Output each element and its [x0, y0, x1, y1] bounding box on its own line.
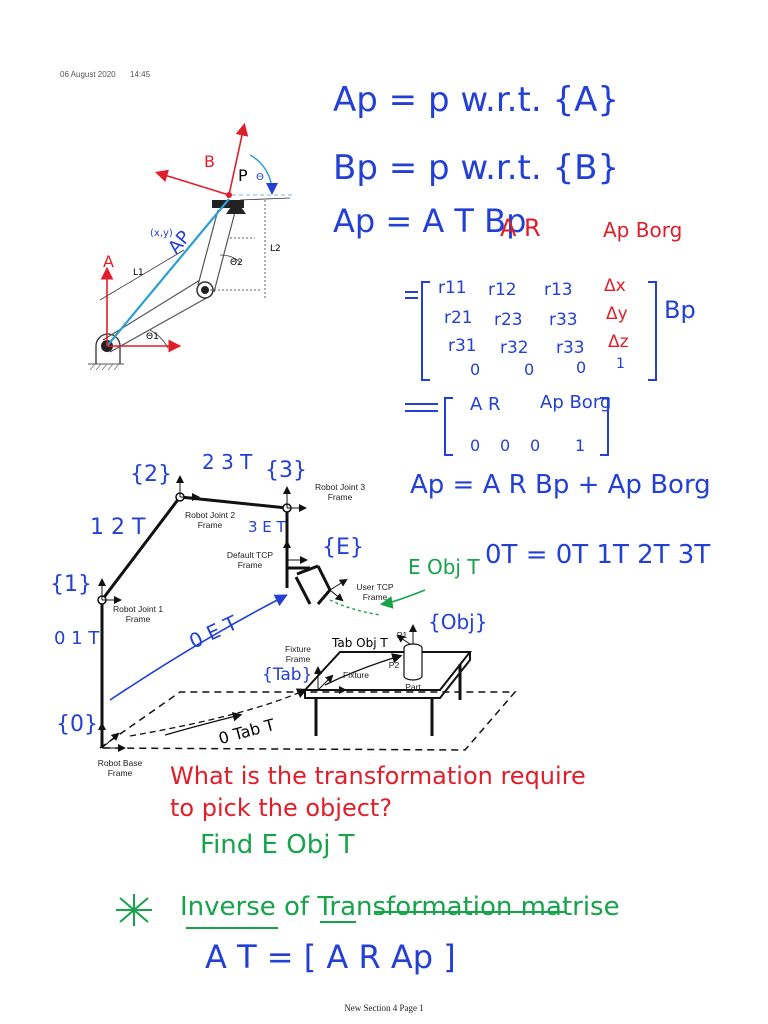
- page-footer: New Section 4 Page 1: [0, 1003, 768, 1013]
- last-equation: A T = [ A R Ap ]: [205, 938, 456, 976]
- inverse-note: Inverse of Transformation matrise: [180, 892, 620, 922]
